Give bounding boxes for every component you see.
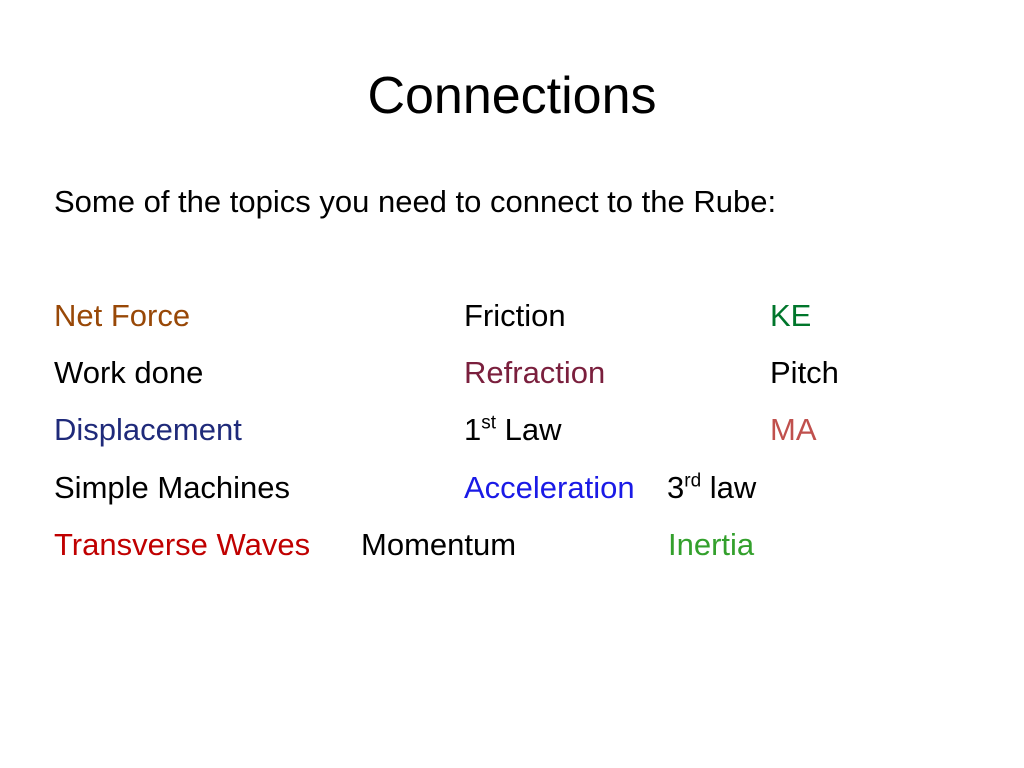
term-displacement: Displacement <box>54 412 242 447</box>
intro-text: Some of the topics you need to connect t… <box>54 184 777 219</box>
first-law-word: Law <box>496 412 562 447</box>
term-first-law: 1st Law <box>464 408 562 452</box>
term-ma: MA <box>770 412 817 447</box>
term-transverse-waves: Transverse Waves <box>54 527 311 562</box>
term-third-law: 3rd law <box>667 466 756 510</box>
third-law-number: 3 <box>667 470 685 505</box>
term-friction: Friction <box>464 298 566 333</box>
term-simple-machines: Simple Machines <box>54 470 291 505</box>
third-law-suffix: rd <box>684 470 702 492</box>
term-work-done: Work done <box>54 355 204 390</box>
term-pitch: Pitch <box>770 355 839 390</box>
term-momentum: Momentum <box>361 527 517 562</box>
first-law-suffix: st <box>481 412 497 434</box>
third-law-word: law <box>701 470 757 505</box>
term-net-force: Net Force <box>54 298 191 333</box>
term-acceleration: Acceleration <box>464 470 635 505</box>
first-law-number: 1 <box>464 412 482 447</box>
term-refraction: Refraction <box>464 355 606 390</box>
term-ke: KE <box>770 298 812 333</box>
term-inertia: Inertia <box>668 527 755 562</box>
slide-title: Connections <box>367 67 657 125</box>
